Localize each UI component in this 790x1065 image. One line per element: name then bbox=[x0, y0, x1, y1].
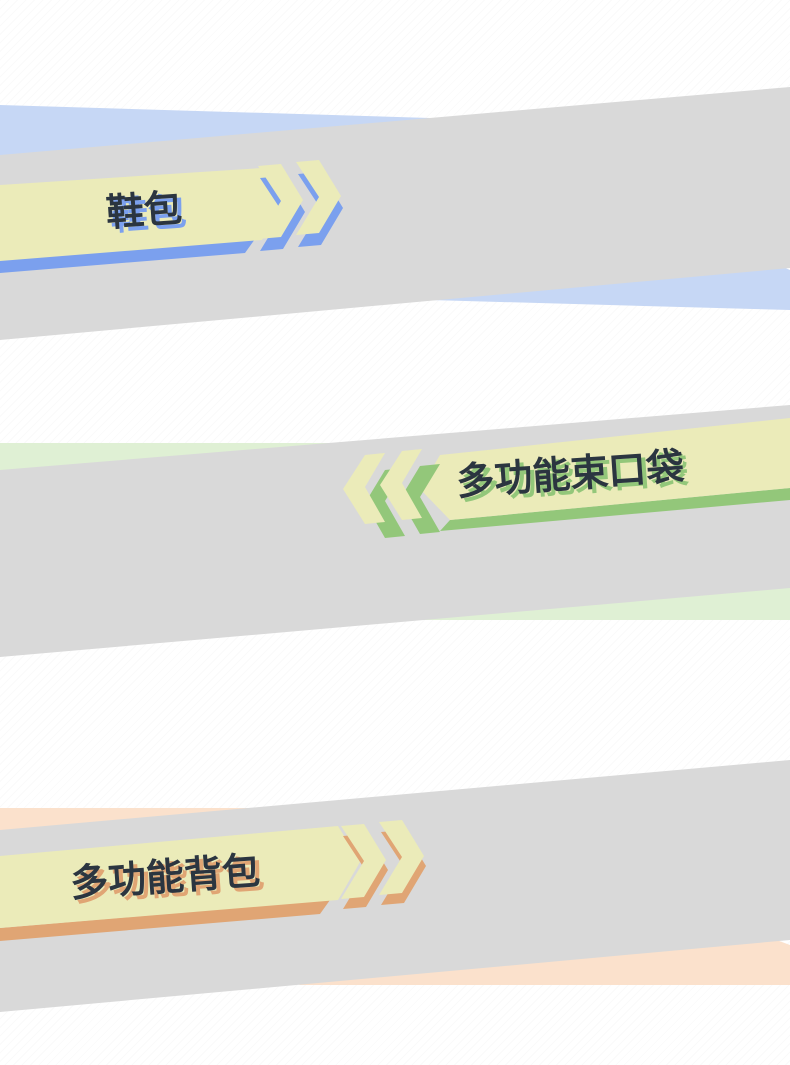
chevron-icon bbox=[379, 820, 424, 895]
chevron-icon bbox=[343, 453, 385, 524]
gray-band bbox=[0, 87, 790, 340]
chevron-icon bbox=[258, 164, 303, 239]
label-plate bbox=[0, 168, 283, 261]
label-plate bbox=[0, 826, 360, 928]
label-accent-strip bbox=[440, 488, 790, 531]
chevron-icon bbox=[380, 449, 422, 520]
label-accent-strip bbox=[0, 900, 330, 941]
banner-title: 鞋包 bbox=[105, 186, 184, 235]
label-accent-strip bbox=[0, 239, 255, 273]
label-plate bbox=[420, 418, 790, 520]
banner-shoe-bag: 鞋包 鞋包 bbox=[0, 87, 790, 340]
banner-backpack: 多功能背包 多功能背包 bbox=[0, 760, 790, 1012]
chevron-icon bbox=[296, 160, 341, 235]
chevron-icon bbox=[341, 824, 386, 899]
banner-drawstring-bag: 多功能束口袋 多功能束口袋 bbox=[0, 405, 790, 657]
svg-text:鞋包: 鞋包 bbox=[109, 190, 188, 239]
